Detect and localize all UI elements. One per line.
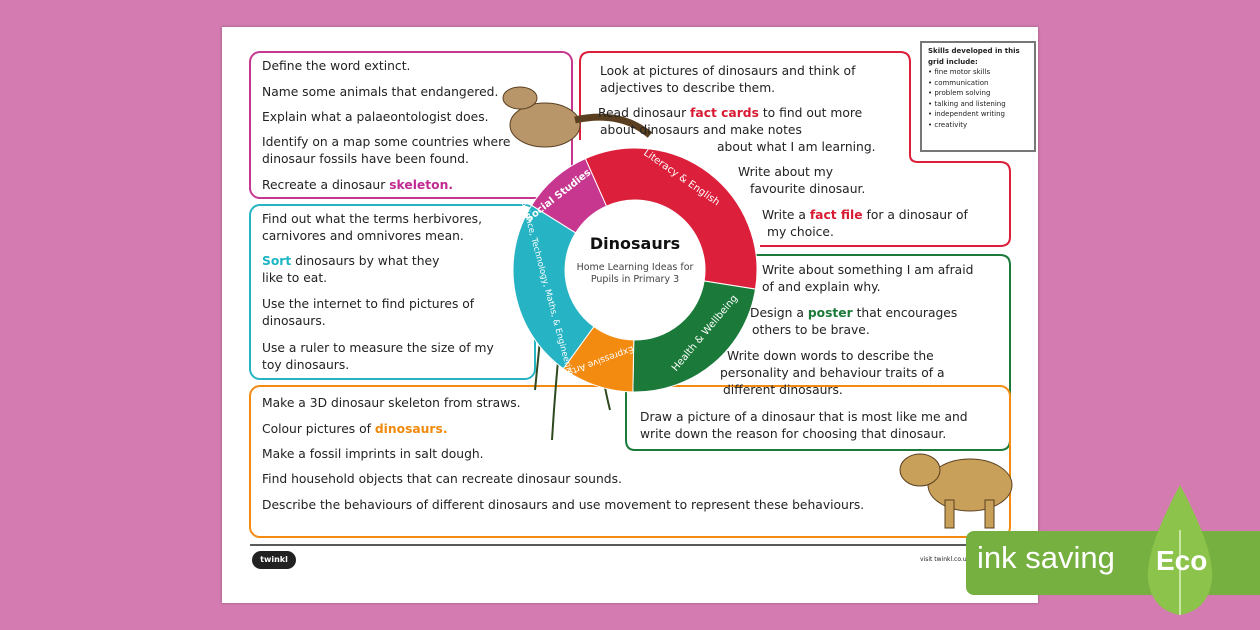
stem-item: carnivores and omnivores mean. (262, 229, 464, 243)
social-item: Identify on a map some countries where (262, 135, 511, 149)
health-item: different dinosaurs. (723, 383, 843, 397)
footer-visit-link[interactable]: visit twinkl.co.uk (920, 556, 971, 563)
stem-item: Sort dinosaurs by what they (262, 254, 440, 268)
health-item: Design a poster that encourages (750, 306, 958, 320)
skills-item: • communication (928, 78, 989, 87)
literacy-item: Write about my (738, 165, 834, 179)
triceratops-illustration (899, 453, 1013, 529)
expressive-item: Make a fossil imprints in salt dough. (262, 447, 484, 461)
literacy-item: Write a fact file for a dinosaur of (762, 208, 968, 222)
expressive-item: Make a 3D dinosaur skeleton from straws. (262, 396, 521, 410)
literacy-box (579, 51, 1011, 247)
twinkl-logo: twinkl (252, 551, 296, 569)
skills-heading: Skills developed in this grid include: (928, 47, 1020, 66)
social-item: Recreate a dinosaur skeleton. (262, 178, 454, 192)
t-rex-illustration (502, 86, 653, 148)
expressive-item: Colour pictures of dinosaurs. (262, 422, 448, 436)
literacy-item: about what I am learning. (717, 140, 876, 154)
literacy-item: adjectives to describe them. (600, 81, 776, 95)
health-box (625, 254, 1011, 451)
stem-item: toy dinosaurs. (262, 358, 350, 372)
health-item: personality and behaviour traits of a (720, 366, 945, 380)
social-item: Define the word extinct. (262, 59, 411, 73)
literacy-item: Read dinosaur fact cards to find out mor… (598, 106, 863, 120)
health-item: others to be brave. (752, 323, 870, 337)
literacy-item: about dinosaurs and make notes (600, 123, 802, 137)
stem-item: dinosaurs. (262, 314, 326, 328)
stem-item: Find out what the terms herbivores, (262, 212, 482, 226)
stem-item: like to eat. (262, 271, 328, 285)
health-item: Draw a picture of a dinosaur that is mos… (640, 410, 968, 424)
skills-item: • problem solving (928, 89, 991, 97)
social-item: Name some animals that endangered. (262, 85, 499, 99)
expressive-item: Find household objects that can recreate… (262, 472, 622, 486)
health-item: Write about something I am afraid (762, 263, 974, 277)
literacy-item: Look at pictures of dinosaurs and think … (600, 64, 856, 78)
stem-item: Use the internet to find pictures of (262, 297, 475, 311)
literacy-item: my choice. (767, 225, 834, 239)
social-item: dinosaur fossils have been found. (262, 152, 469, 166)
health-item: of and explain why. (762, 280, 881, 294)
literacy-item: favourite dinosaur. (750, 182, 866, 196)
social-item: Explain what a palaeontologist does. (262, 110, 489, 124)
center-title: Dinosaurs (589, 234, 681, 253)
stem-item: Use a ruler to measure the size of my (262, 341, 494, 355)
skills-item: • talking and listening (928, 99, 1006, 108)
skills-item: • fine motor skills (928, 68, 991, 76)
ink-saving-label: ink saving (977, 540, 1115, 575)
center-subtitle: Home Learning Ideas for Pupils in Primar… (576, 262, 694, 285)
health-item: Write down words to describe the (727, 349, 934, 363)
expressive-item: Describe the behaviours of different din… (262, 498, 865, 512)
skills-item: • creativity (928, 120, 968, 129)
skills-item: • independent writing (928, 110, 1005, 118)
eco-label: Eco (1156, 545, 1208, 576)
health-item: write down the reason for choosing that … (640, 427, 947, 441)
skills-box: Skills developed in this grid include: •… (920, 41, 1036, 152)
leaf-icon (1147, 485, 1213, 615)
